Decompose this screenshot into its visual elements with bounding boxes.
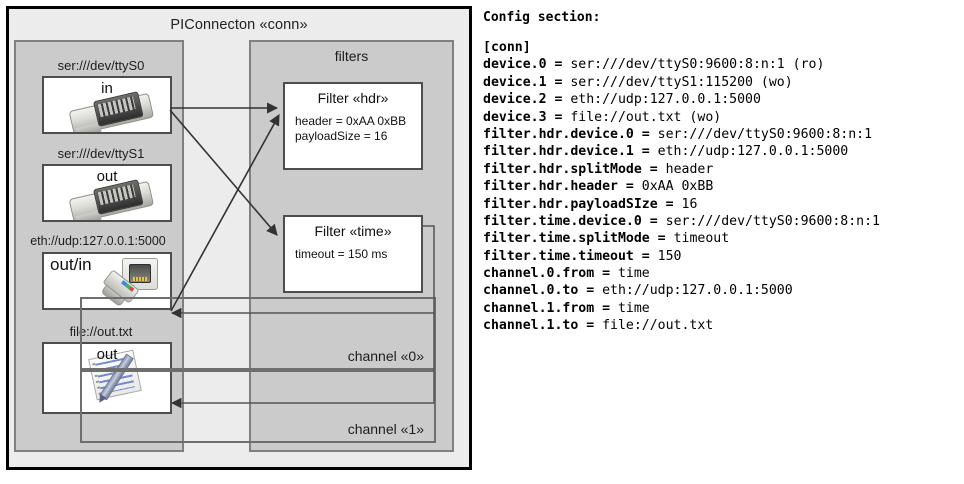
config-value: header: [665, 161, 714, 177]
config-line: device.2 = eth://udp:127.0.0.1:5000: [483, 91, 958, 108]
config-key: device.2 =: [483, 92, 571, 108]
config-key: device.3 =: [483, 109, 571, 125]
config-line: filter.time.device.0 = ser:///dev/ttyS0:…: [483, 213, 958, 230]
config-line: device.1 = ser:///dev/ttyS1:115200 (wo): [483, 74, 958, 91]
config-value: timeout: [673, 231, 730, 247]
filter-hdr-prop-payloadsize: payloadSize = 16: [295, 129, 388, 143]
config-line: filter.hdr.device.0 = ser:///dev/ttyS0:9…: [483, 126, 958, 143]
config-value: ser:///dev/ttyS0:9600:8:n:1 (ro): [570, 57, 825, 73]
channel-0-label: channel «0»: [347, 348, 424, 364]
device-label-file: file://out.txt: [69, 324, 133, 339]
config-value: ser:///dev/ttyS1:115200 (wo): [570, 74, 793, 90]
config-section: Config section: [conn]device.0 = ser:///…: [483, 6, 958, 335]
config-key: filter.hdr.payloadSIze =: [483, 196, 682, 212]
config-key: channel.1.to =: [483, 318, 603, 334]
config-key: device.0 =: [483, 57, 571, 73]
config-value: eth://udp:127.0.0.1:5000: [602, 283, 793, 299]
config-value: file://out.txt (wo): [570, 109, 722, 125]
config-value: eth://udp:127.0.0.1:5000: [570, 92, 761, 108]
config-line: filter.hdr.payloadSIze = 16: [483, 196, 958, 213]
filter-card-time[interactable]: Filter «time» timeout = 150 ms: [283, 215, 423, 293]
device-label-eth: eth://udp:127.0.0.1:5000: [30, 234, 166, 248]
device-label-ttyS1: ser:///dev/ttyS1: [57, 146, 145, 161]
config-value: ser:///dev/ttyS0:9600:8:n:1: [657, 126, 873, 142]
device-io-ttyS1: out: [96, 168, 118, 185]
config-line: filter.hdr.device.1 = eth://udp:127.0.0.…: [483, 143, 958, 160]
devices-panel: ser:///dev/ttyS0 in ser:///dev/ttyS1 out…: [14, 40, 184, 452]
config-key: channel.1.from =: [483, 300, 618, 316]
config-line: filter.hdr.header = 0xAA 0xBB: [483, 178, 958, 195]
filter-hdr-title: Filter «hdr»: [317, 90, 389, 106]
config-key: [conn]: [483, 40, 531, 55]
config-line: channel.0.to = eth://udp:127.0.0.1:5000: [483, 282, 958, 299]
config-key: filter.time.splitMode =: [483, 231, 674, 247]
config-value: time: [617, 266, 650, 282]
config-line: filter.hdr.splitMode = header: [483, 161, 958, 178]
config-value: ser:///dev/ttyS0:9600:8:n:1: [665, 213, 880, 229]
device-io-file: out: [96, 346, 118, 363]
device-io-eth: out/in: [50, 255, 92, 274]
filters-panel: filters Filter «hdr» header = 0xAA 0xBB …: [80, 40, 454, 452]
config-key: filter.time.timeout =: [483, 248, 658, 264]
config-value: 0xAA 0xBB: [641, 179, 714, 195]
device-card-ttyS1[interactable]: out: [42, 164, 172, 222]
config-heading: Config section:: [483, 10, 601, 25]
filter-time-prop-timeout: timeout = 150 ms: [295, 247, 388, 261]
config-key: filter.hdr.header =: [483, 179, 642, 195]
config-value: 150: [657, 248, 682, 264]
config-line: device.0 = ser:///dev/ttyS0:9600:8:n:1 (…: [483, 56, 958, 73]
config-line: channel.1.from = time: [483, 300, 958, 317]
channel-1-label: channel «1»: [347, 421, 424, 437]
filter-card-hdr[interactable]: Filter «hdr» header = 0xAA 0xBB payloadS…: [283, 82, 423, 170]
config-line: filter.time.splitMode = timeout: [483, 230, 958, 247]
device-label-ttyS0: ser:///dev/ttyS0: [57, 58, 145, 73]
config-value: 16: [681, 196, 698, 212]
config-line: [conn]: [483, 39, 958, 56]
channel-1-box: channel «1»: [80, 370, 436, 443]
ethernet-icon: [100, 258, 168, 308]
filter-time-title: Filter «time»: [314, 223, 392, 239]
device-card-file[interactable]: out: [42, 342, 172, 414]
config-value: time: [617, 300, 650, 316]
device-io-ttyS0: in: [101, 80, 113, 97]
config-lines: [conn]device.0 = ser:///dev/ttyS0:9600:8…: [483, 39, 958, 335]
diagram-title: PIConnecton «conn»: [170, 17, 308, 33]
filters-panel-title: filters: [334, 48, 369, 64]
config-key: channel.0.from =: [483, 266, 618, 282]
device-card-eth[interactable]: out/in: [42, 252, 172, 310]
filter-hdr-prop-header: header = 0xAA 0xBB: [295, 114, 407, 128]
device-card-ttyS0[interactable]: in: [42, 76, 172, 134]
config-line: channel.0.from = time: [483, 265, 958, 282]
config-line: channel.1.to = file://out.txt: [483, 317, 958, 334]
config-value: eth://udp:127.0.0.1:5000: [657, 144, 849, 160]
config-line: device.3 = file://out.txt (wo): [483, 109, 958, 126]
config-key: filter.time.device.0 =: [483, 213, 666, 229]
config-line: filter.time.timeout = 150: [483, 248, 958, 265]
config-key: device.1 =: [483, 74, 571, 90]
config-key: filter.hdr.device.0 =: [483, 126, 658, 142]
config-key: channel.0.to =: [483, 283, 603, 299]
config-key: filter.hdr.device.1 =: [483, 144, 658, 160]
config-value: file://out.txt: [602, 318, 714, 334]
config-key: filter.hdr.splitMode =: [483, 161, 666, 177]
